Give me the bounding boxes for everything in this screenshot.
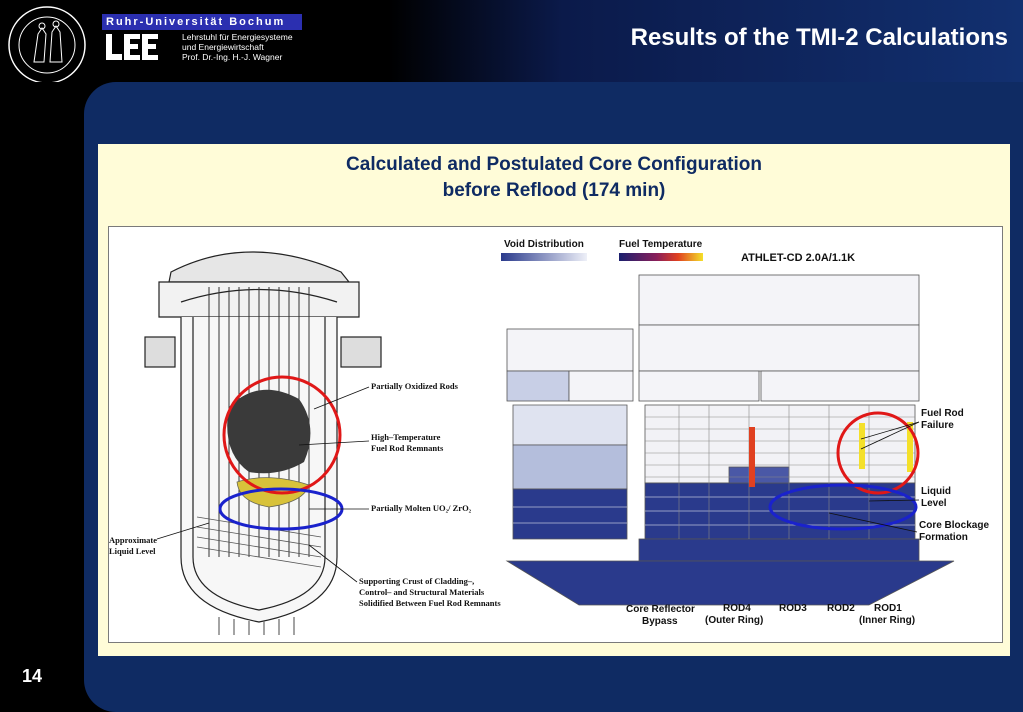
rod1-sub-label: (Inner Ring) xyxy=(859,615,915,626)
core-configuration-figure: Partially Oxidized Rods High–Temperature… xyxy=(109,239,989,635)
liquid-level-label-1: Liquid xyxy=(921,486,951,497)
chair-line-1: Lehrstuhl für Energiesysteme xyxy=(182,32,293,42)
core-blockage-label-2: Formation xyxy=(919,532,968,543)
temperature-scale-bar xyxy=(619,253,703,261)
chair-line-3: Prof. Dr.-Ing. H.-J. Wagner xyxy=(182,52,283,62)
page-number: 14 xyxy=(22,666,43,686)
slide-title: Results of the TMI-2 Calculations xyxy=(630,24,1008,51)
rod3-label: ROD3 xyxy=(779,603,807,614)
label-crust-3: Solidified Between Fuel Rod Remnants xyxy=(359,598,501,608)
code-name-label: ATHLET-CD 2.0A/1.1K xyxy=(741,252,855,264)
rod1-label: ROD1 xyxy=(874,603,902,614)
label-molten: Partially Molten UO₂/ ZrO₂ xyxy=(371,503,472,513)
liquid-level-blue-ellipse xyxy=(768,483,918,531)
oxidized-rods-red-circle xyxy=(222,375,342,495)
figure-title-line-1: Calculated and Postulated Core Configura… xyxy=(346,154,762,175)
core-reflector-label-2: Bypass xyxy=(642,616,678,627)
chair-info: Lehrstuhl für Energiesysteme und Energie… xyxy=(182,32,293,62)
fuel-temperature-label: Fuel Temperature xyxy=(619,239,703,250)
damaged-core-region xyxy=(227,389,311,474)
core-reflector-label-1: Core Reflector xyxy=(626,604,695,615)
fuel-rod-failure-label-1: Fuel Rod xyxy=(921,408,964,419)
chair-line-2: und Energiewirtschaft xyxy=(182,42,264,52)
rod4-label: ROD4 xyxy=(723,603,751,614)
figure-title: Calculated and Postulated Core Configura… xyxy=(98,152,1010,204)
figure-frame: Partially Oxidized Rods High–Temperature… xyxy=(108,226,1003,643)
label-crust-1: Supporting Crust of Cladding–, xyxy=(359,576,474,586)
label-crust-2: Control– and Structural Materials xyxy=(359,587,485,597)
label-liquid-1: Approximate xyxy=(109,535,157,545)
left-margin xyxy=(0,82,84,708)
core-blockage-label-1: Core Blockage xyxy=(919,520,989,531)
nodalization-diagram xyxy=(505,274,955,606)
reactor-vessel-drawing xyxy=(144,251,382,635)
label-liquid-2: Liquid Level xyxy=(109,546,156,556)
fuel-rod-failure-label-2: Failure xyxy=(921,420,954,431)
vessel-leader-lines xyxy=(156,386,370,583)
label-oxidized-rods: Partially Oxidized Rods xyxy=(371,381,459,391)
void-distribution-label: Void Distribution xyxy=(504,239,584,250)
lee-logo xyxy=(106,34,158,60)
void-scale-bar xyxy=(501,253,587,261)
liquid-level-label-2: Level xyxy=(921,498,947,509)
label-remnants-1: High–Temperature xyxy=(371,432,441,442)
university-label: Ruhr-Universität Bochum xyxy=(102,14,302,30)
label-remnants-2: Fuel Rod Remnants xyxy=(371,443,444,453)
rod2-label: ROD2 xyxy=(827,603,855,614)
fuel-rod-failure-red-circle xyxy=(836,411,920,495)
figure-title-line-2: before Reflood (174 min) xyxy=(442,180,666,201)
model-leader-lines xyxy=(828,421,920,533)
header-bar xyxy=(0,0,1023,82)
rod4-sub-label: (Outer Ring) xyxy=(705,615,763,626)
university-seal xyxy=(8,6,86,84)
